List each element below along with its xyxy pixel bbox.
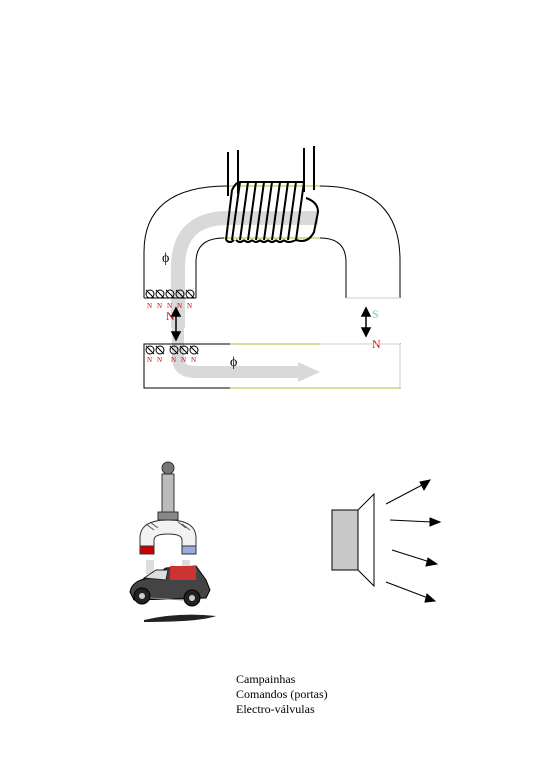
pole-domains-lower [145,345,199,355]
svg-text:N: N [157,302,162,310]
pole-domains-upper [145,289,195,299]
armature-bar [143,343,401,389]
svg-text:N: N [171,356,176,364]
attraction-arrow-left [170,306,182,342]
sound-arrows [385,479,442,603]
pole-label-right-s: S [372,307,379,321]
crane-magnet-icon [139,461,197,555]
car-icon [129,565,211,607]
svg-text:N: N [187,302,192,310]
core-inner [195,237,347,298]
svg-text:N: N [157,356,162,364]
pole-n-marks-upper: N N N N N [147,302,192,310]
flux-path-lower [172,328,300,378]
coil [225,146,320,243]
flux-arrowhead [298,362,320,382]
speaker-icon [331,492,375,588]
pole-n-marks-lower: N N N N N [147,356,196,364]
svg-text:N: N [177,302,182,310]
attraction-arrow-right [360,306,372,338]
flux-symbol-armature: ϕ [230,355,237,370]
caption-bells: Campainhas [236,672,296,686]
svg-text:N: N [147,356,152,364]
svg-text:N: N [181,356,186,364]
car-shadow [144,614,216,622]
flux-path-upper [171,211,318,328]
svg-text:N: N [167,302,172,310]
pole-label-left-n: N [166,309,175,323]
caption-solenoid-valves: Electro-válvulas [236,702,315,716]
svg-text:N: N [147,302,152,310]
flux-symbol-core: ϕ [162,251,169,266]
electromagnet-core [143,185,401,382]
svg-text:N: N [191,356,196,364]
caption-door-controls: Comandos (portas) [236,687,328,701]
applications-list: Campainhas Comandos (portas) Electro-vál… [236,672,436,717]
